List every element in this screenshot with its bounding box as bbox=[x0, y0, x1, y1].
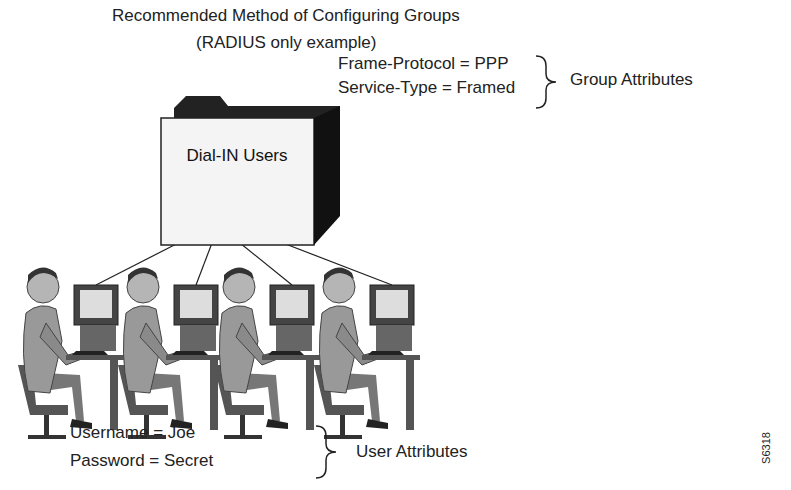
brace-label: User Attributes bbox=[356, 442, 468, 462]
user-attribute: Username = Joe bbox=[70, 423, 195, 443]
folder-label: Dial-IN Users bbox=[160, 144, 314, 167]
subtitle: (RADIUS only example) bbox=[196, 33, 376, 53]
brace-label: Group Attributes bbox=[570, 70, 693, 90]
diagram-title: Recommended Method of Configuring Groups bbox=[112, 6, 460, 26]
folder-shape bbox=[160, 96, 344, 246]
group-attribute: Service-Type = Framed bbox=[338, 78, 515, 98]
user-attribute: Password = Secret bbox=[70, 451, 213, 471]
figure-number: S6318 bbox=[760, 432, 772, 464]
folder-node: Dial-IN Users bbox=[160, 96, 344, 246]
group-attribute: Frame-Protocol = PPP bbox=[338, 54, 509, 74]
